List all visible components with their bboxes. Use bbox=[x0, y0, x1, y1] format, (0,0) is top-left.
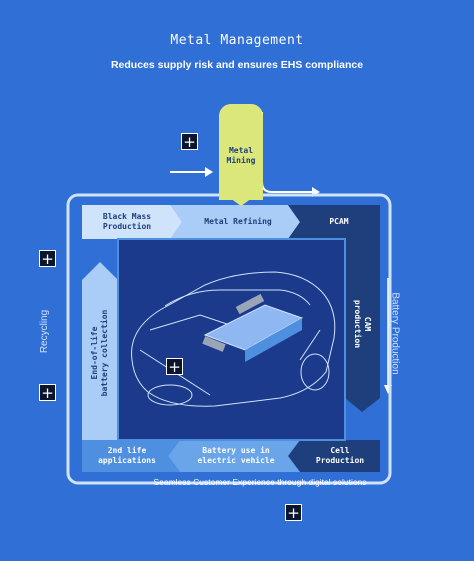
battery-terminal bbox=[202, 336, 226, 352]
cell-label: Cell Production bbox=[315, 446, 365, 465]
pcam-stage bbox=[288, 205, 380, 239]
second-life-stage bbox=[82, 440, 180, 472]
battery-use-stage bbox=[168, 440, 300, 472]
battery-production-side-label: Battery Production bbox=[389, 292, 401, 375]
cell-stage bbox=[288, 440, 380, 472]
expand-button-vehicle[interactable]: + bbox=[166, 358, 183, 375]
cam-stage bbox=[345, 239, 380, 412]
battery-use-label: Battery use in electric vehicle bbox=[197, 446, 275, 465]
expand-button-black-mass[interactable]: + bbox=[39, 250, 56, 267]
second-life-label: 2nd life applications bbox=[98, 446, 156, 465]
pcam-label: PCAM bbox=[329, 217, 349, 226]
cam-label: CAM production bbox=[353, 299, 372, 349]
page-subtitle: Reduces supply risk and ensures EHS comp… bbox=[110, 59, 364, 71]
page-title: Metal Management bbox=[170, 33, 304, 48]
metal-refining-label: Metal Refining bbox=[204, 217, 272, 226]
expand-button-digital[interactable]: + bbox=[285, 504, 302, 521]
black-mass-label: Black Mass Production bbox=[102, 212, 152, 231]
metal-mining-stage bbox=[219, 104, 263, 200]
end-of-life-stage bbox=[82, 262, 118, 440]
expand-button-mining[interactable]: + bbox=[181, 133, 198, 150]
battery-pack-side bbox=[245, 318, 302, 362]
footer-caption: Seamless Customer Experience through dig… bbox=[153, 477, 367, 487]
end-of-life-label: End-of-life battery collection bbox=[90, 309, 109, 397]
expand-button-recycling[interactable]: + bbox=[39, 384, 56, 401]
connector-arrowhead bbox=[205, 167, 213, 177]
metal-mining-label-overlay: Metal Mining bbox=[226, 146, 256, 165]
battery-terminal bbox=[235, 293, 265, 315]
recycling-side-label: Recycling bbox=[39, 309, 51, 354]
metal-refining-stage bbox=[170, 205, 300, 239]
black-mass-stage bbox=[82, 205, 182, 239]
metal-mining-arrow-tip bbox=[219, 190, 263, 206]
